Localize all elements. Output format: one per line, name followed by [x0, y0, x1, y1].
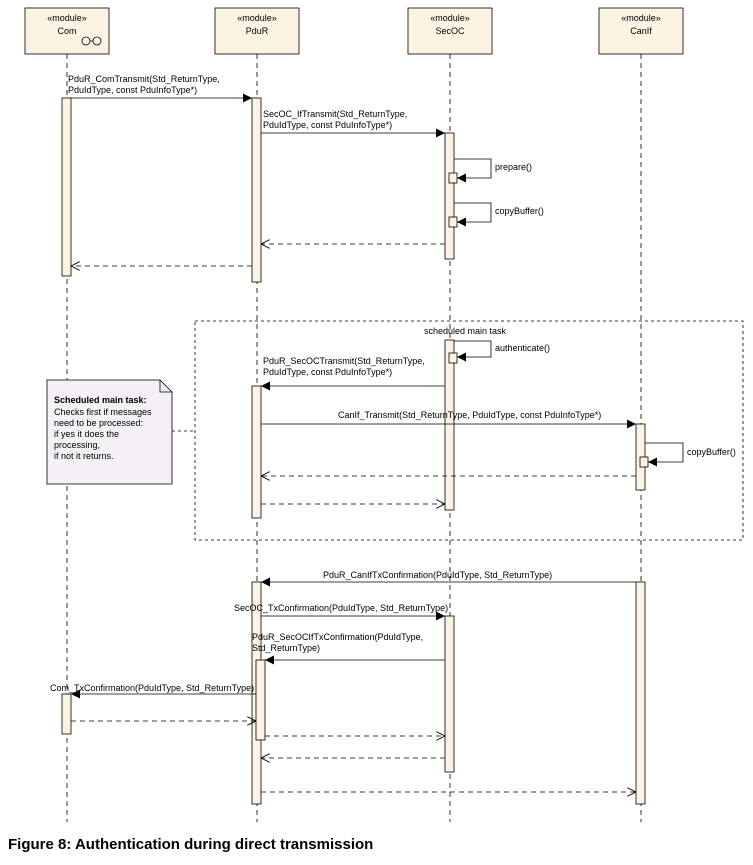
lifeline-pdur: «module» PduR: [214, 7, 300, 55]
msg-7-line-1: PduR_SecOCIfTxConfirmation(PduIdType,: [252, 632, 423, 642]
message-com-txconfirmation: Com_TxConfirmation(PduIdType, Std_Return…: [50, 683, 256, 699]
msg-6-label: SecOC_TxConfirmation(PduIdType, Std_Retu…: [234, 603, 448, 613]
scheduled-fragment: scheduled main task: [194, 320, 744, 541]
return-messages-2: [261, 476, 636, 504]
msg-3-line-1: PduR_SecOCTransmit(Std_ReturnType,: [263, 356, 425, 366]
msg-5-label: PduR_CanIfTxConfirmation(PduIdType, Std_…: [323, 570, 552, 580]
msg-prepare-label: prepare(): [495, 162, 532, 172]
com-name: Com: [57, 26, 76, 36]
subsystem-icon: [81, 36, 102, 46]
secoc-name: SecOC: [435, 26, 465, 36]
note-line-1: Checks first if messages: [54, 407, 152, 417]
message-pdur-comtransmit: PduR_ComTransmit(Std_ReturnType, PduIdTy…: [68, 74, 252, 103]
message-canif-transmit: CanIf_Transmit(Std_ReturnType, PduIdType…: [261, 410, 636, 429]
return-messages-1: [71, 244, 445, 266]
message-secoc-iftransmit: SecOC_IfTransmit(Std_ReturnType, PduIdTy…: [261, 109, 445, 138]
pdur-stereotype: «module»: [237, 13, 277, 23]
lifeline-canif: «module» CanIf: [598, 7, 684, 55]
com-stereotype: «module»: [47, 13, 87, 23]
note-line-2: need to be processed:: [54, 418, 143, 428]
msg-authenticate-label: authenticate(): [495, 343, 550, 353]
note-line-4: processing,: [54, 440, 100, 450]
lifeline-com: «module» Com: [24, 7, 110, 55]
msg-1-line-1: PduR_ComTransmit(Std_ReturnType,: [68, 74, 220, 84]
message-pdur-caniftxconfirmation: PduR_CanIfTxConfirmation(PduIdType, Std_…: [261, 570, 636, 587]
sequence-diagram: «module» Com «module» PduR «module» SecO…: [24, 7, 744, 822]
message-secoc-txconfirmation: SecOC_TxConfirmation(PduIdType, Std_Retu…: [234, 603, 448, 621]
note-title: Scheduled main task:: [54, 395, 147, 405]
msg-copybuffer2-label: copyBuffer(): [687, 447, 736, 457]
msg-2-line-2: PduIdType, const PduInfoType*): [263, 120, 392, 130]
message-copybuffer-canif: copyBuffer(): [645, 442, 736, 467]
lifeline-secoc: «module» SecOC: [407, 7, 493, 55]
canif-stereotype: «module»: [621, 13, 661, 23]
canif-name: CanIf: [630, 26, 652, 36]
message-authenticate: authenticate(): [454, 340, 550, 362]
figure-caption: Figure 8: Authentication during direct t…: [8, 836, 374, 853]
msg-1-line-2: PduIdType, const PduInfoType*): [68, 85, 197, 95]
return-messages-3: [71, 721, 636, 792]
fragment-label: scheduled main task: [424, 326, 507, 336]
msg-3-line-2: PduIdType, const PduInfoType*): [263, 367, 392, 377]
message-pdur-secociftxconfirmation: PduR_SecOCIfTxConfirmation(PduIdType, St…: [252, 632, 445, 665]
scheduled-main-task-note: Scheduled main task: Checks first if mes…: [46, 379, 195, 485]
message-copybuffer-secoc: copyBuffer(): [454, 202, 544, 227]
note-line-5: if not it returns.: [54, 451, 114, 461]
msg-2-line-1: SecOC_IfTransmit(Std_ReturnType,: [263, 109, 407, 119]
msg-copybuffer1-label: copyBuffer(): [495, 206, 544, 216]
pdur-name: PduR: [246, 26, 269, 36]
message-pdur-secoctransmit: PduR_SecOCTransmit(Std_ReturnType, PduId…: [261, 356, 445, 391]
secoc-stereotype: «module»: [430, 13, 470, 23]
msg-4-label: CanIf_Transmit(Std_ReturnType, PduIdType…: [338, 410, 601, 420]
note-line-3: if yes it does the: [54, 429, 119, 439]
activation-bars: [61, 97, 649, 805]
msg-7-line-2: Std_ReturnType): [252, 643, 320, 653]
msg-8-label: Com_TxConfirmation(PduIdType, Std_Return…: [50, 683, 254, 693]
message-prepare: prepare(): [454, 158, 532, 183]
